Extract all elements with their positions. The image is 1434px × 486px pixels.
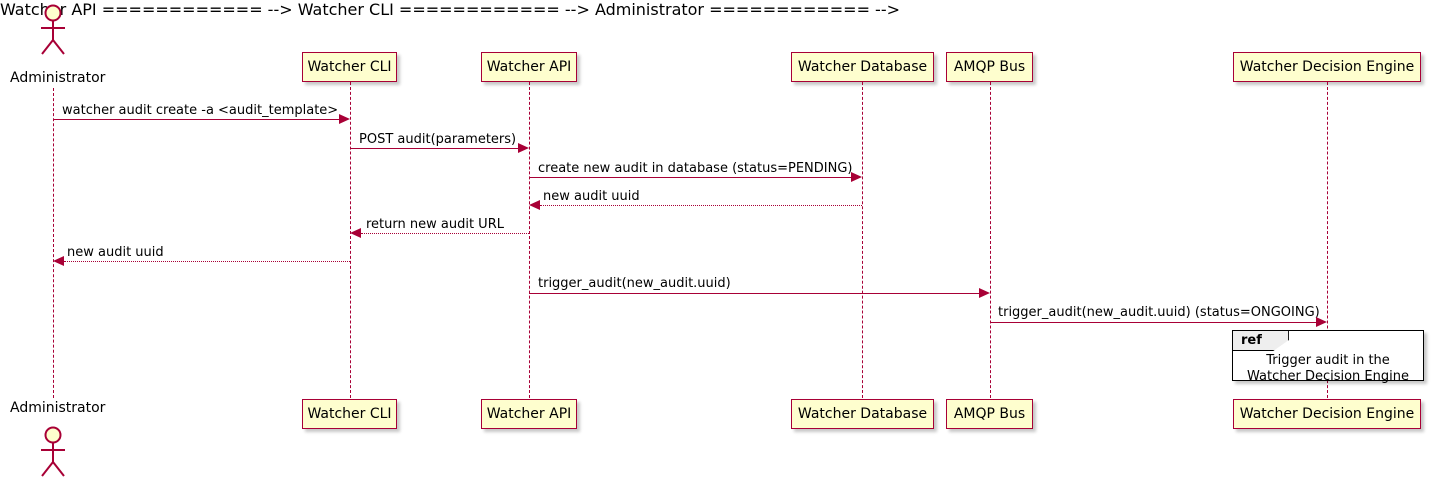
participant-label: Watcher CLI bbox=[307, 406, 392, 422]
arrow-head-4 bbox=[529, 200, 540, 210]
message-label-2: POST audit(parameters) bbox=[359, 132, 517, 147]
message-line-4 bbox=[540, 205, 862, 206]
message-label-4: new audit uuid bbox=[543, 189, 640, 204]
ref-fragment: ref Trigger audit in the Watcher Decisio… bbox=[1232, 330, 1424, 384]
participant-label: Watcher API bbox=[486, 59, 572, 75]
actor-administrator-bottom bbox=[41, 426, 65, 477]
participant-watcher-cli-top[interactable]: Watcher CLI bbox=[302, 52, 397, 82]
participant-amqp-bus-top[interactable]: AMQP Bus bbox=[946, 52, 1033, 82]
message-line-6 bbox=[64, 261, 350, 262]
arrow-head-5 bbox=[350, 228, 361, 238]
participant-label: AMQP Bus bbox=[953, 406, 1026, 422]
ref-fragment-line-1: Trigger audit in the bbox=[1266, 353, 1390, 368]
participant-label: Watcher API bbox=[486, 406, 572, 422]
arrow-head-1 bbox=[339, 114, 350, 124]
actor-label-administrator-top: Administrator bbox=[10, 70, 106, 86]
message-label-5: return new audit URL bbox=[366, 217, 504, 232]
arrow-head-2 bbox=[518, 143, 529, 153]
participant-watcher-cli-bottom[interactable]: Watcher CLI bbox=[302, 399, 397, 429]
actor-label-administrator-bottom: Administrator bbox=[10, 400, 106, 416]
message-line-7 bbox=[529, 293, 979, 294]
participant-watcher-decision-engine-bottom[interactable]: Watcher Decision Engine bbox=[1233, 399, 1421, 429]
arrow-head-7 bbox=[979, 288, 990, 298]
arrow-head-6 bbox=[53, 256, 64, 266]
lifeline-administrator bbox=[53, 88, 54, 398]
message-line-1 bbox=[53, 119, 339, 120]
participant-label: Watcher Database bbox=[797, 59, 928, 75]
participant-label: Watcher Decision Engine bbox=[1239, 59, 1415, 75]
participant-label: Watcher Decision Engine bbox=[1239, 406, 1415, 422]
participant-watcher-api-top[interactable]: Watcher API bbox=[481, 52, 577, 82]
message-label-6: new audit uuid bbox=[67, 245, 164, 260]
arrow-head-8 bbox=[1316, 317, 1327, 327]
message-line-3 bbox=[529, 177, 851, 178]
participant-watcher-database-bottom[interactable]: Watcher Database bbox=[791, 399, 934, 429]
participant-label: Watcher CLI bbox=[307, 59, 392, 75]
lifeline-watcher-api bbox=[529, 82, 530, 398]
lifeline-watcher-cli bbox=[350, 82, 351, 398]
message-label-3: create new audit in database (status=PEN… bbox=[538, 161, 853, 176]
message-label-8: trigger_audit(new_audit.uuid) (status=ON… bbox=[998, 305, 1320, 320]
participant-label: Watcher Database bbox=[797, 406, 928, 422]
participant-amqp-bus-bottom[interactable]: AMQP Bus bbox=[946, 399, 1033, 429]
lifeline-watcher-decision-engine bbox=[1327, 82, 1328, 398]
participant-label: AMQP Bus bbox=[953, 59, 1026, 75]
lifeline-amqp-bus bbox=[990, 82, 991, 398]
ref-fragment-keyword: ref bbox=[1233, 331, 1289, 351]
message-line-8 bbox=[990, 322, 1316, 323]
message-line-2 bbox=[350, 148, 518, 149]
actor-administrator-top bbox=[41, 4, 65, 55]
participant-watcher-api-bottom[interactable]: Watcher API bbox=[481, 399, 577, 429]
ref-fragment-body: Trigger audit in the Watcher Decision En… bbox=[1233, 353, 1423, 386]
ref-fragment-line-2: Watcher Decision Engine bbox=[1247, 369, 1409, 385]
arrow-head-3 bbox=[851, 172, 862, 182]
message-line-5 bbox=[361, 233, 529, 234]
participant-watcher-decision-engine-top[interactable]: Watcher Decision Engine bbox=[1233, 52, 1421, 82]
lifeline-watcher-database bbox=[862, 82, 863, 398]
participant-watcher-database-top[interactable]: Watcher Database bbox=[791, 52, 934, 82]
message-label-7: trigger_audit(new_audit.uuid) bbox=[538, 276, 731, 291]
message-label-1: watcher audit create -a <audit_template> bbox=[62, 103, 339, 118]
